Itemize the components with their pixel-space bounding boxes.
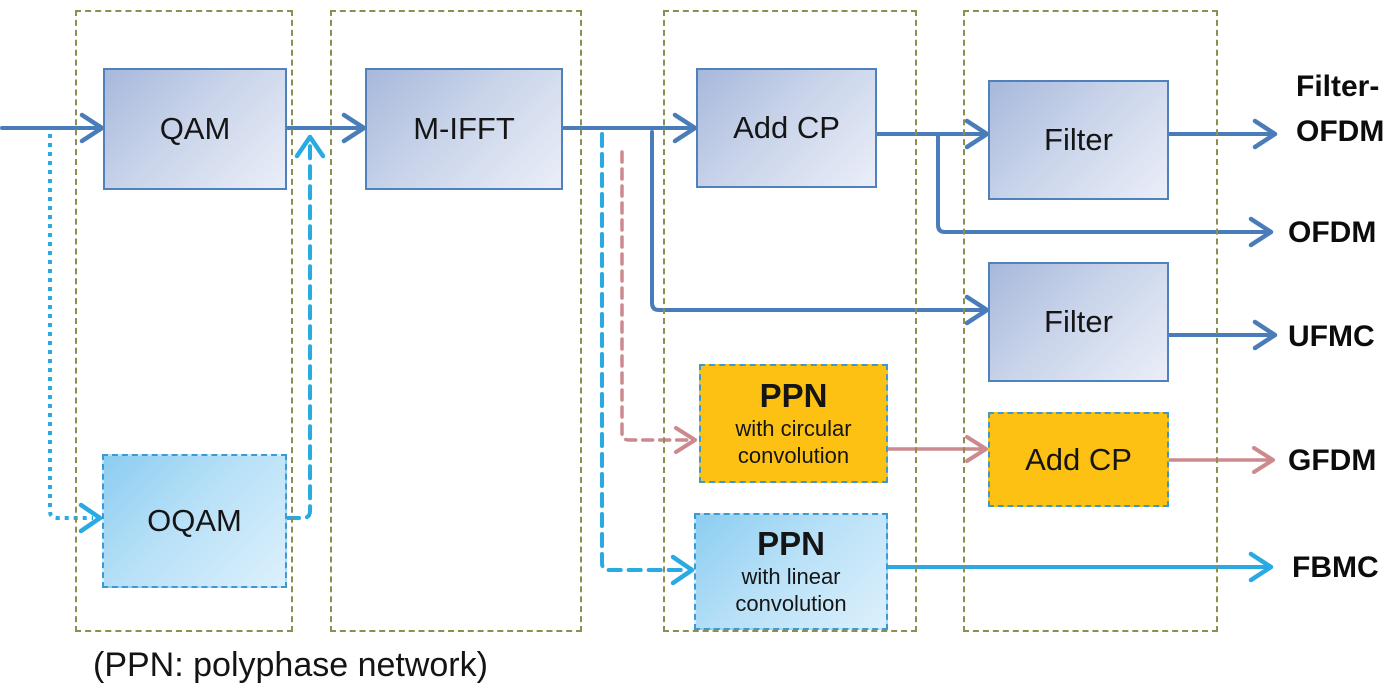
filter1-to-filter-ofdm-arrow <box>1167 118 1278 150</box>
qam-block: QAM <box>103 68 287 190</box>
oqam-to-mifft-dashed-arrow <box>285 134 326 520</box>
group-filtering <box>963 10 1218 632</box>
fbmc-output-arrow <box>886 551 1274 583</box>
oqam-block: OQAM <box>102 454 287 588</box>
addcp2-to-gfdm-arrow <box>1167 446 1275 474</box>
ofdm-branch-arrow <box>936 132 1274 248</box>
filter2-to-ufmc-arrow <box>1167 319 1278 351</box>
mifft-block: M-IFFT <box>365 68 563 190</box>
add-cp-block-gfdm: Add CP <box>988 412 1169 507</box>
ppn-linear-subtitle: with linear convolution <box>735 563 847 617</box>
ppn-circular-subtitle: with circular convolution <box>735 415 852 469</box>
oqam-feed-dotted-arrow <box>48 134 103 534</box>
input-arrow <box>0 112 105 144</box>
oqam-label: OQAM <box>147 503 242 538</box>
output-label-ufmc: UFMC <box>1288 320 1375 353</box>
filter-block-ufmc: Filter <box>988 262 1169 382</box>
filter-block-ofdm: Filter <box>988 80 1169 200</box>
mifft-label: M-IFFT <box>413 111 515 146</box>
ppn-definition-caption: (PPN: polyphase network) <box>93 646 488 684</box>
ufmc-branch-arrow <box>650 130 990 326</box>
ppn-circular-block: PPN with circular convolution <box>699 364 888 483</box>
output-label-gfdm: GFDM <box>1288 444 1377 477</box>
output-label-ofdm: OFDM <box>1288 216 1377 249</box>
filter-label: Filter <box>1044 122 1113 157</box>
mifft-to-addcp-arrow <box>561 112 698 144</box>
qam-label: QAM <box>159 111 231 146</box>
output-label-filter-ofdm: Filter-OFDM <box>1296 70 1385 148</box>
ppn-linear-title: PPN <box>757 525 825 563</box>
group-modulation <box>75 10 293 632</box>
group-cp-ppn <box>663 10 917 632</box>
qam-to-mifft-arrow <box>285 112 367 144</box>
mifft-to-ppn-linear-dashed-arrow <box>600 132 695 586</box>
ppn-linear-block: PPN with linear convolution <box>694 513 888 630</box>
ppn-circular-to-addcp2-arrow <box>886 435 988 463</box>
add-cp-block: Add CP <box>696 68 877 188</box>
add-cp-label: Add CP <box>733 110 840 145</box>
ppn-circular-title: PPN <box>759 377 828 415</box>
add-cp-label: Add CP <box>1025 441 1132 477</box>
mifft-to-ppn-circular-dashed-arrow <box>620 150 697 454</box>
group-ifft <box>330 10 582 632</box>
output-label-fbmc: FBMC <box>1292 551 1379 584</box>
filter-label: Filter <box>1044 304 1113 339</box>
